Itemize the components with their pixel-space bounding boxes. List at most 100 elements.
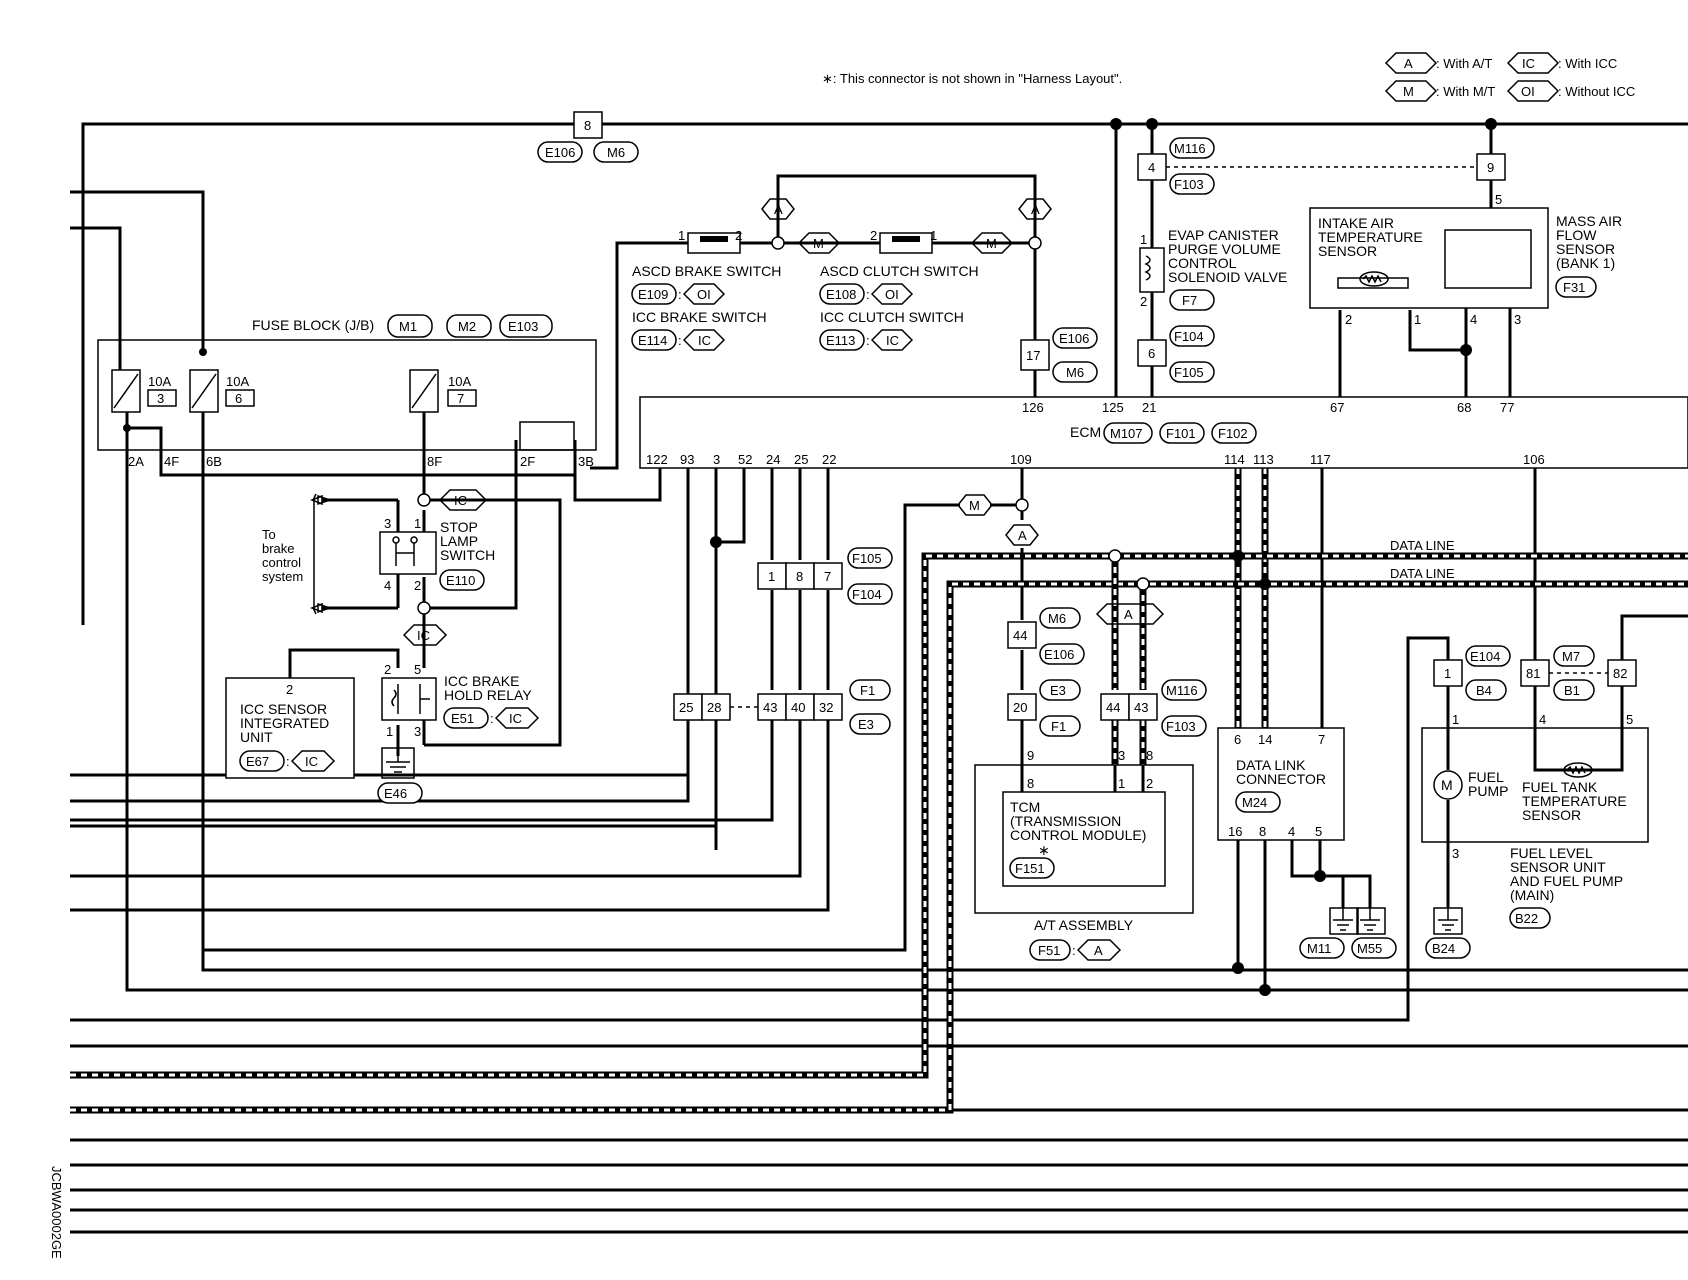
connector-row-1-8-7: 1 8 7 F105 F104	[757, 547, 893, 605]
svg-text:8: 8	[1146, 748, 1153, 763]
svg-text:E113: E113	[826, 333, 855, 348]
svg-text:4: 4	[1288, 824, 1295, 839]
svg-text:20: 20	[1013, 700, 1027, 715]
svg-text:E104: E104	[1470, 649, 1500, 664]
svg-text:E3: E3	[858, 717, 874, 732]
svg-text::: :	[1072, 943, 1076, 958]
svg-text:2: 2	[870, 228, 877, 243]
mass-air-flow-sensor: MASS AIR FLOW SENSOR (BANK 1) F31	[1555, 213, 1622, 298]
svg-text:To: To	[262, 527, 276, 542]
svg-text:52: 52	[738, 452, 752, 467]
svg-text:M: M	[813, 236, 824, 251]
wires	[70, 122, 1688, 1234]
connector-44-43: 44 43 M116 F103	[1100, 679, 1207, 737]
connector-1: 1 E104 B4	[1433, 645, 1511, 701]
svg-text:F31: F31	[1563, 280, 1585, 295]
svg-text:7: 7	[457, 391, 464, 406]
svg-text:8: 8	[1259, 824, 1266, 839]
svg-text:M2: M2	[458, 319, 476, 334]
svg-text:(MAIN): (MAIN)	[1510, 887, 1554, 903]
svg-text:FUEL: FUEL	[1468, 769, 1504, 785]
svg-text:M6: M6	[607, 145, 625, 160]
svg-text:3: 3	[157, 391, 164, 406]
svg-text:F1: F1	[1051, 719, 1066, 734]
svg-text:1: 1	[1140, 232, 1147, 247]
svg-text:OI: OI	[885, 287, 899, 302]
svg-text:IC: IC	[698, 333, 711, 348]
svg-text:68: 68	[1457, 400, 1471, 415]
svg-text:F1: F1	[860, 683, 875, 698]
svg-text:7: 7	[824, 569, 831, 584]
svg-text:E103: E103	[508, 319, 538, 334]
svg-text:F103: F103	[1166, 719, 1196, 734]
connector-81-82: 81 82 M7 B1	[1520, 645, 1637, 701]
data-lines: DATA LINE DATA LINE	[70, 468, 1688, 1114]
svg-text:HOLD RELAY: HOLD RELAY	[444, 687, 532, 703]
svg-text:9: 9	[1487, 160, 1494, 175]
svg-text:109: 109	[1010, 452, 1032, 467]
svg-text:3: 3	[384, 516, 391, 531]
svg-text:ICC BRAKE: ICC BRAKE	[444, 673, 519, 689]
svg-text:OI: OI	[697, 287, 711, 302]
svg-text:CONNECTOR: CONNECTOR	[1236, 771, 1326, 787]
data-line-label-2: DATA LINE	[1390, 566, 1455, 581]
svg-text:10A: 10A	[448, 374, 471, 389]
icc-sensor-unit: 2 ICC SENSOR INTEGRATED UNIT E67 : IC	[225, 677, 355, 779]
svg-text:PURGE VOLUME: PURGE VOLUME	[1168, 241, 1281, 257]
svg-text::: :	[286, 754, 290, 769]
svg-text:M6: M6	[1066, 365, 1084, 380]
svg-text:1: 1	[1118, 776, 1125, 791]
svg-text:8: 8	[584, 118, 591, 133]
svg-text:M24: M24	[1242, 795, 1267, 810]
svg-text:control: control	[262, 555, 301, 570]
svg-text:43: 43	[763, 700, 777, 715]
svg-text:A: A	[1018, 528, 1027, 543]
svg-text:SWITCH: SWITCH	[440, 547, 495, 563]
svg-text::: :	[678, 333, 682, 348]
svg-text:93: 93	[680, 452, 694, 467]
svg-text:E106: E106	[545, 145, 575, 160]
svg-text:3B: 3B	[578, 454, 594, 469]
svg-text:113: 113	[1253, 452, 1274, 467]
connector-note: ∗: This connector is not shown in "Harne…	[822, 71, 1122, 86]
svg-text:E46: E46	[384, 786, 407, 801]
svg-text:F105: F105	[1174, 365, 1204, 380]
svg-text:FUEL LEVEL: FUEL LEVEL	[1510, 845, 1593, 861]
connector-8: 8 E106 M6	[537, 111, 639, 163]
svg-text:17: 17	[1026, 348, 1040, 363]
svg-text:114: 114	[1224, 452, 1245, 467]
svg-text:E106: E106	[1059, 331, 1089, 346]
fuse-block-label: FUSE BLOCK (J/B)	[252, 317, 374, 333]
svg-text:F51: F51	[1038, 943, 1060, 958]
connector-4: 4 M116 F103	[1137, 137, 1477, 195]
svg-text:: Without ICC: : Without ICC	[1558, 84, 1635, 99]
svg-text:2: 2	[286, 682, 293, 697]
svg-text:E110: E110	[446, 573, 475, 588]
fuel-level-sensor-unit: 1 4 5 3 M FUEL PUMP FUEL TANK TEMPERATUR…	[1421, 686, 1649, 929]
svg-text:4: 4	[1148, 160, 1155, 175]
svg-text:1: 1	[1452, 712, 1459, 727]
svg-text:TCM: TCM	[1010, 799, 1040, 815]
svg-text:M: M	[986, 236, 997, 251]
svg-text:43: 43	[1134, 700, 1148, 715]
svg-text:32: 32	[819, 700, 833, 715]
svg-text:4: 4	[1470, 312, 1477, 327]
svg-text:A: A	[1094, 943, 1103, 958]
svg-text:44: 44	[1106, 700, 1120, 715]
diagram-code: JCBWA0002GE	[49, 1166, 64, 1259]
svg-text:(BANK 1): (BANK 1)	[1556, 255, 1615, 271]
svg-text:DATA LINK: DATA LINK	[1236, 757, 1306, 773]
svg-text:5: 5	[1315, 824, 1322, 839]
svg-text:2: 2	[1140, 294, 1147, 309]
svg-text:2F: 2F	[520, 454, 535, 469]
icc-brake-hold-relay: 2 5 1 3 ICC BRAKE HOLD RELAY E51 : IC	[381, 662, 540, 739]
svg-text:M1: M1	[399, 319, 417, 334]
svg-text:B22: B22	[1515, 911, 1538, 926]
svg-text:8: 8	[796, 569, 803, 584]
svg-text:2: 2	[414, 578, 421, 593]
svg-text:F7: F7	[1182, 293, 1197, 308]
svg-text:3: 3	[1452, 846, 1459, 861]
svg-text:22: 22	[822, 452, 836, 467]
svg-text:IC: IC	[886, 333, 899, 348]
